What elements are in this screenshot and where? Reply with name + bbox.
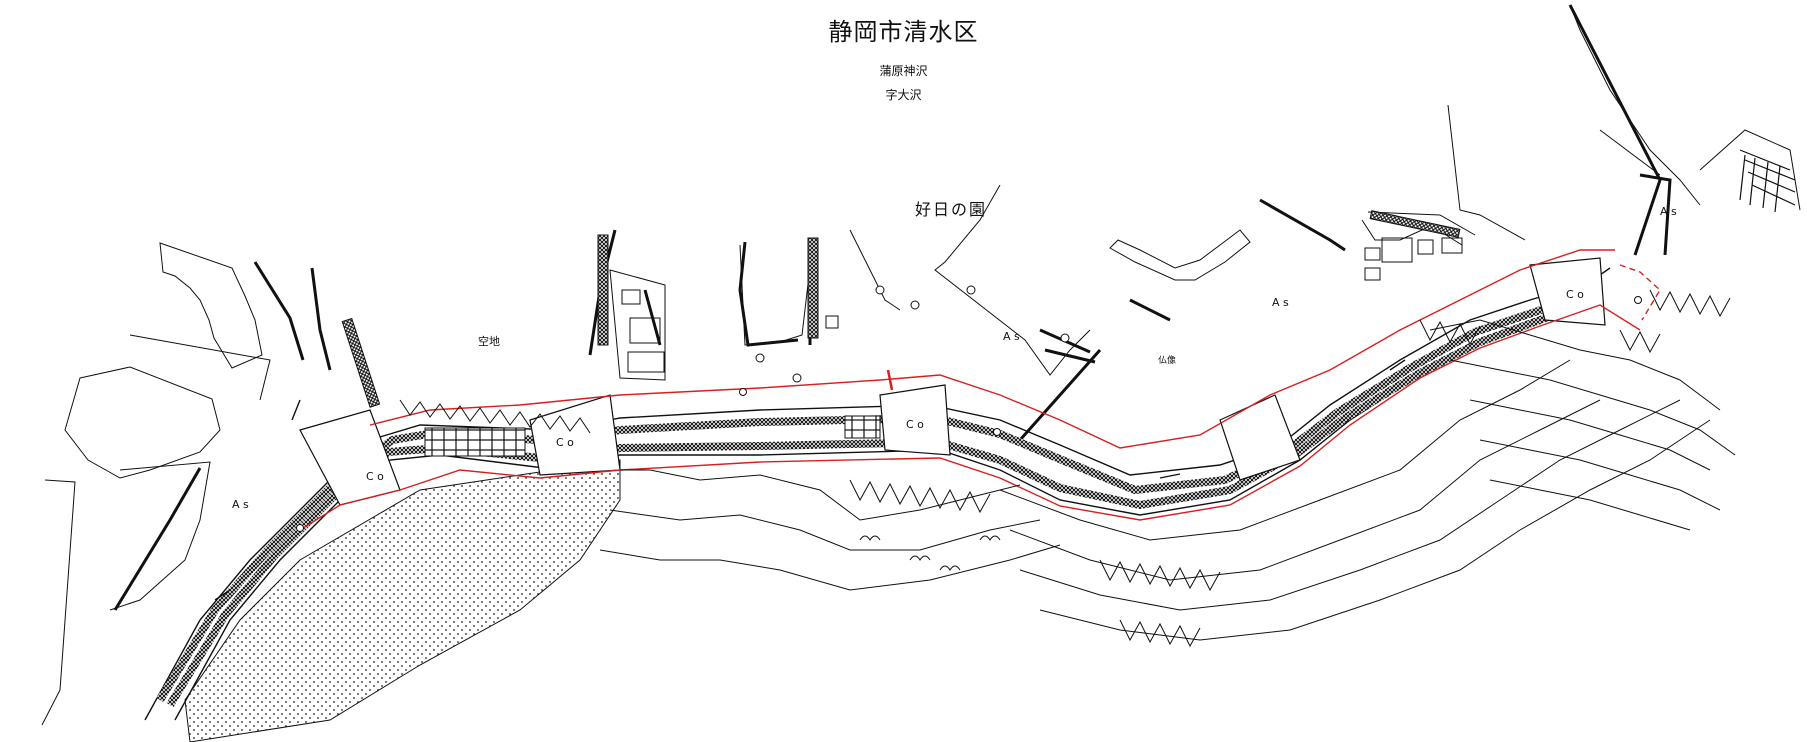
survey-boundary: [299, 249, 1661, 531]
flow-arrows: [214, 359, 1406, 601]
hatched-walls: [341, 210, 1461, 408]
concrete-label: C o: [1566, 288, 1584, 301]
left-walls: [113, 261, 332, 611]
top-right-block: [1639, 173, 1672, 256]
weir-grids: [424, 415, 881, 457]
asphalt-label: A s: [232, 498, 249, 511]
shrine-label: 仏像: [1158, 356, 1177, 366]
map-title: 静岡市清水区: [828, 18, 979, 46]
gravel-area: [184, 459, 621, 742]
right-stair-structure: [1739, 149, 1796, 213]
survey-points: [296, 285, 1642, 532]
concrete-label: C o: [906, 418, 924, 431]
concrete-label: C o: [366, 470, 384, 483]
asphalt-label: A s: [1272, 296, 1289, 309]
concrete-label: C o: [556, 436, 574, 449]
vacant-lot-label: 空地: [478, 335, 500, 348]
asphalt-label: A s: [1003, 330, 1020, 343]
section-name: 字大沢: [885, 88, 922, 102]
district-name: 蒲原神沢: [879, 64, 928, 78]
left-buildings: [41, 242, 271, 726]
place-name-label: 好日の園: [915, 200, 988, 219]
slope-teeth: [399, 289, 1731, 648]
slope-hachures: [599, 319, 1736, 641]
asphalt-label: A s: [1660, 205, 1677, 218]
top-walls: [588, 4, 1662, 441]
shrubs: [859, 535, 1001, 571]
